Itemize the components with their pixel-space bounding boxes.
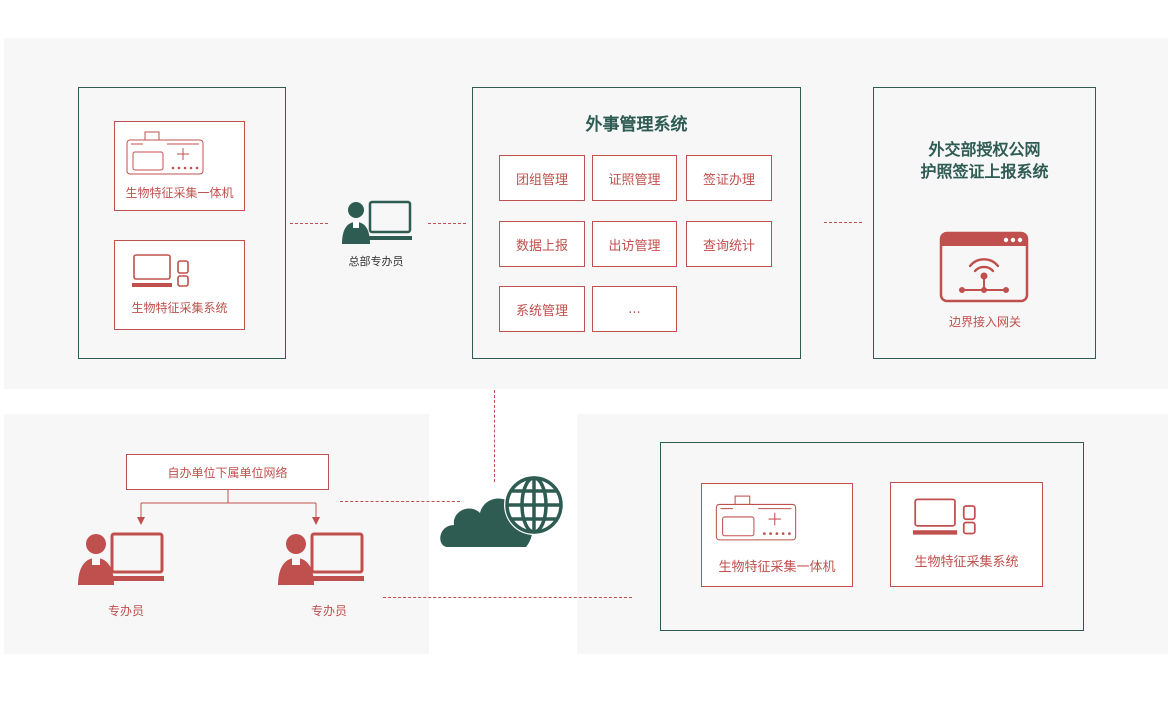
person-at-computer-icon xyxy=(78,532,164,585)
person-at-computer-icon xyxy=(278,532,364,585)
hq-officer-label: 总部专办员 xyxy=(348,255,404,268)
network-branch-arrows xyxy=(137,490,320,525)
center-title: 外事管理系统 xyxy=(585,115,688,135)
device-label: 生物特征采集系统 xyxy=(131,301,228,315)
biometric-terminal-icon xyxy=(715,495,797,541)
connector-center-to-right xyxy=(824,222,862,223)
module-system-mgmt[interactable]: 系统管理 xyxy=(499,286,585,332)
module-more[interactable]: ... xyxy=(592,286,677,332)
subunit-network-box: 自办单位下属单位网络 xyxy=(126,454,329,490)
gateway-label: 边界接入网关 xyxy=(948,315,1021,329)
connector-left-to-officer xyxy=(290,223,328,224)
person-at-computer-icon xyxy=(342,200,412,244)
right-title-line2: 护照签证上报系统 xyxy=(920,162,1049,181)
connector-officer-to-right-frame xyxy=(383,597,632,598)
module-query-stats[interactable]: 查询统计 xyxy=(686,221,772,267)
biometric-terminal-icon xyxy=(126,131,204,175)
device-label: 生物特征采集一体机 xyxy=(125,186,234,200)
passport-visa-report-frame: 外交部授权公网 护照签证上报系统 xyxy=(873,87,1096,359)
cloud-globe-icon xyxy=(440,475,564,547)
device-label: 生物特征采集一体机 xyxy=(718,560,836,575)
biometric-terminal-card: 生物特征采集一体机 xyxy=(701,483,853,587)
right-title-line1: 外交部授权公网 xyxy=(928,140,1041,159)
officer-1-label: 专办员 xyxy=(107,604,144,618)
module-visa-processing[interactable]: 签证办理 xyxy=(686,155,772,201)
computer-with-scanner-icon xyxy=(913,498,976,535)
connector-center-to-cloud xyxy=(494,390,495,482)
gateway-browser-icon xyxy=(939,231,1029,303)
biometric-system-card: 生物特征采集系统 xyxy=(890,482,1043,587)
module-certificate-mgmt[interactable]: 证照管理 xyxy=(592,155,677,201)
connector-subunit-to-cloud xyxy=(340,501,460,502)
biometric-terminal-card: 生物特征采集一体机 xyxy=(114,121,245,211)
module-group-mgmt[interactable]: 团组管理 xyxy=(499,155,585,201)
computer-with-scanner-icon xyxy=(132,254,189,287)
connector-officer-to-center xyxy=(428,223,466,224)
officer-2-label: 专办员 xyxy=(310,604,347,618)
module-data-report[interactable]: 数据上报 xyxy=(499,221,585,267)
biometric-system-card: 生物特征采集系统 xyxy=(114,240,245,330)
device-label: 生物特征采集系统 xyxy=(914,555,1019,570)
module-outbound-mgmt[interactable]: 出访管理 xyxy=(592,221,677,267)
